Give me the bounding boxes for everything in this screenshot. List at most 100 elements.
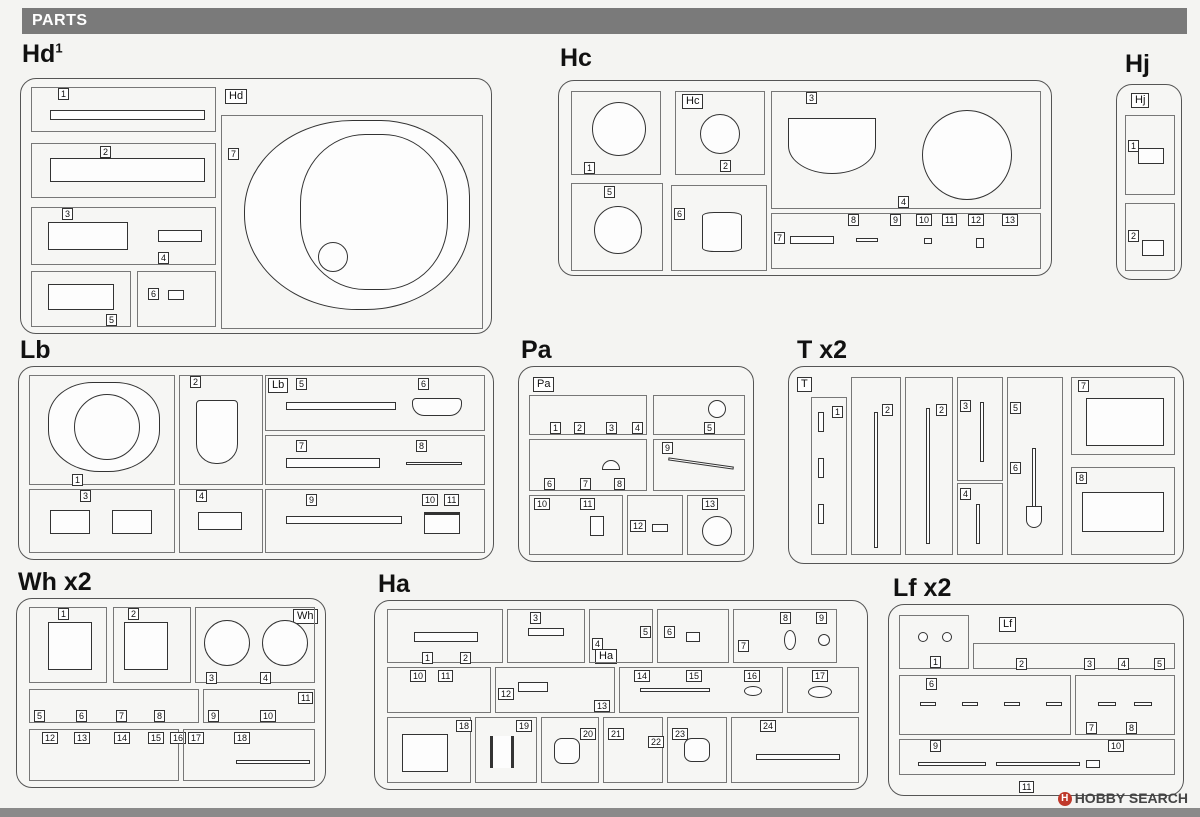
part-shape <box>920 702 936 706</box>
part-number: 3 <box>62 208 74 220</box>
part-shape <box>784 630 796 650</box>
part-number: 4 <box>1118 658 1130 670</box>
part-shape <box>856 238 878 242</box>
part-number: 16 <box>744 670 761 682</box>
part-cell-21-22: 21 22 <box>603 717 665 783</box>
part-shape <box>652 524 668 532</box>
part-shape <box>412 398 462 416</box>
part-number: 1 <box>930 656 942 668</box>
sprue-label-lf: Lf x2 <box>893 574 952 602</box>
part-number: 6 <box>148 288 160 300</box>
part-shape <box>158 230 202 242</box>
part-number: 3 <box>530 612 542 624</box>
part-shape <box>818 458 824 478</box>
part-number: 2 <box>574 422 586 434</box>
sprue-hd: Hd 1 2 3 4 5 6 7 <box>20 78 492 334</box>
sprue-label-hd: Hd1 <box>22 40 63 68</box>
part-cell-8: 8 <box>1071 467 1175 555</box>
part-cell-19: 19 <box>475 717 537 783</box>
part-number: 5 <box>34 710 46 722</box>
sprue-label-hc: Hc <box>560 44 592 72</box>
part-cell-1-4: 1 2 3 4 <box>529 395 647 435</box>
part-number: 9 <box>208 710 220 722</box>
part-cell-20: 20 <box>541 717 599 783</box>
sprue-label-ha: Ha <box>378 570 410 598</box>
sprue-code: Lb <box>268 378 289 393</box>
part-cell-12-13: 12 13 <box>495 667 615 713</box>
sprue-label-hj: Hj <box>1125 50 1150 78</box>
part-number: 1 <box>1128 140 1140 152</box>
part-shape <box>112 510 152 534</box>
part-cell-7-8: 7 8 <box>1075 675 1175 735</box>
part-number: 10 <box>1108 740 1125 752</box>
part-cell-3: 3 <box>957 377 1003 481</box>
part-shape <box>204 620 250 666</box>
part-cell-6: 6 <box>899 675 1071 735</box>
hobby-search-logo-icon: H <box>1057 792 1072 807</box>
part-number: 1 <box>58 88 70 100</box>
part-cell-1: 1 <box>1125 115 1175 195</box>
part-cell-10-11: 10 11 <box>529 495 623 555</box>
part-shape <box>708 400 726 418</box>
part-cell-1-2: 1 2 <box>387 609 503 664</box>
part-cell-3: 3 4 <box>771 91 1041 209</box>
part-shape <box>976 504 980 544</box>
part-number: 15 <box>686 670 703 682</box>
part-shape <box>700 114 740 154</box>
part-cell-5-6: Lb 5 6 <box>265 375 485 431</box>
part-shape <box>74 394 140 460</box>
part-cell-2: 2 <box>31 143 216 198</box>
sprue-label-lb: Lb <box>20 336 51 364</box>
part-cell-14-16: 14 15 16 <box>619 667 783 713</box>
part-cell-1: 1 <box>29 375 175 486</box>
part-number: 6 <box>418 378 430 390</box>
sprue-code: Pa <box>533 377 555 392</box>
part-shape <box>196 400 238 464</box>
part-shape <box>490 736 514 768</box>
sprue-pa: Pa 1 2 3 4 5 6 7 8 9 10 11 12 13 <box>518 366 754 562</box>
part-shape <box>684 738 710 762</box>
parts-header: PARTS <box>22 8 1187 34</box>
part-cell-6: 6 <box>657 609 729 663</box>
part-number: 1 <box>72 474 84 486</box>
part-cell-5: 5 <box>571 183 663 271</box>
part-cell-1: 1 <box>811 397 847 555</box>
part-cell-9-10: 9 10 <box>899 739 1175 775</box>
sprue-code: Hc <box>682 94 704 109</box>
part-number: 2 <box>100 146 112 158</box>
part-number: 15 <box>148 732 165 744</box>
part-shape <box>918 762 986 766</box>
part-cell-7: 7 <box>1071 377 1175 455</box>
part-number: 5 <box>106 314 118 326</box>
part-number: 8 <box>1076 472 1088 484</box>
part-number: 11 <box>942 214 958 226</box>
part-number: 3 <box>1084 658 1096 670</box>
part-cell-7-13: 7 8 9 10 11 12 13 <box>771 213 1041 269</box>
part-shape <box>1142 240 1164 256</box>
part-cell-2b: 2 <box>905 377 953 555</box>
part-number: 9 <box>930 740 942 752</box>
part-number: 8 <box>848 214 860 226</box>
part-number: 2 <box>720 160 732 172</box>
sprue-code: T <box>797 377 812 392</box>
part-shape <box>406 462 462 465</box>
part-number: 8 <box>614 478 626 490</box>
part-number: 18 <box>456 720 473 732</box>
part-number: 20 <box>580 728 597 740</box>
part-cell-10-11: 10 11 <box>387 667 491 713</box>
part-shape <box>286 516 402 524</box>
part-number: 3 <box>80 490 92 502</box>
part-shape <box>236 760 310 764</box>
part-number: 8 <box>416 440 428 452</box>
part-number: 12 <box>498 688 515 700</box>
part-shape <box>818 504 824 524</box>
part-number: 13 <box>594 700 611 712</box>
part-shape <box>962 702 978 706</box>
part-number: 8 <box>154 710 166 722</box>
part-number: 3 <box>206 672 218 684</box>
part-number: 4 <box>592 638 604 650</box>
part-number: 2 <box>1016 658 1028 670</box>
part-number: 23 <box>672 728 689 740</box>
part-cell-2-5: 2 3 4 5 <box>973 643 1175 670</box>
